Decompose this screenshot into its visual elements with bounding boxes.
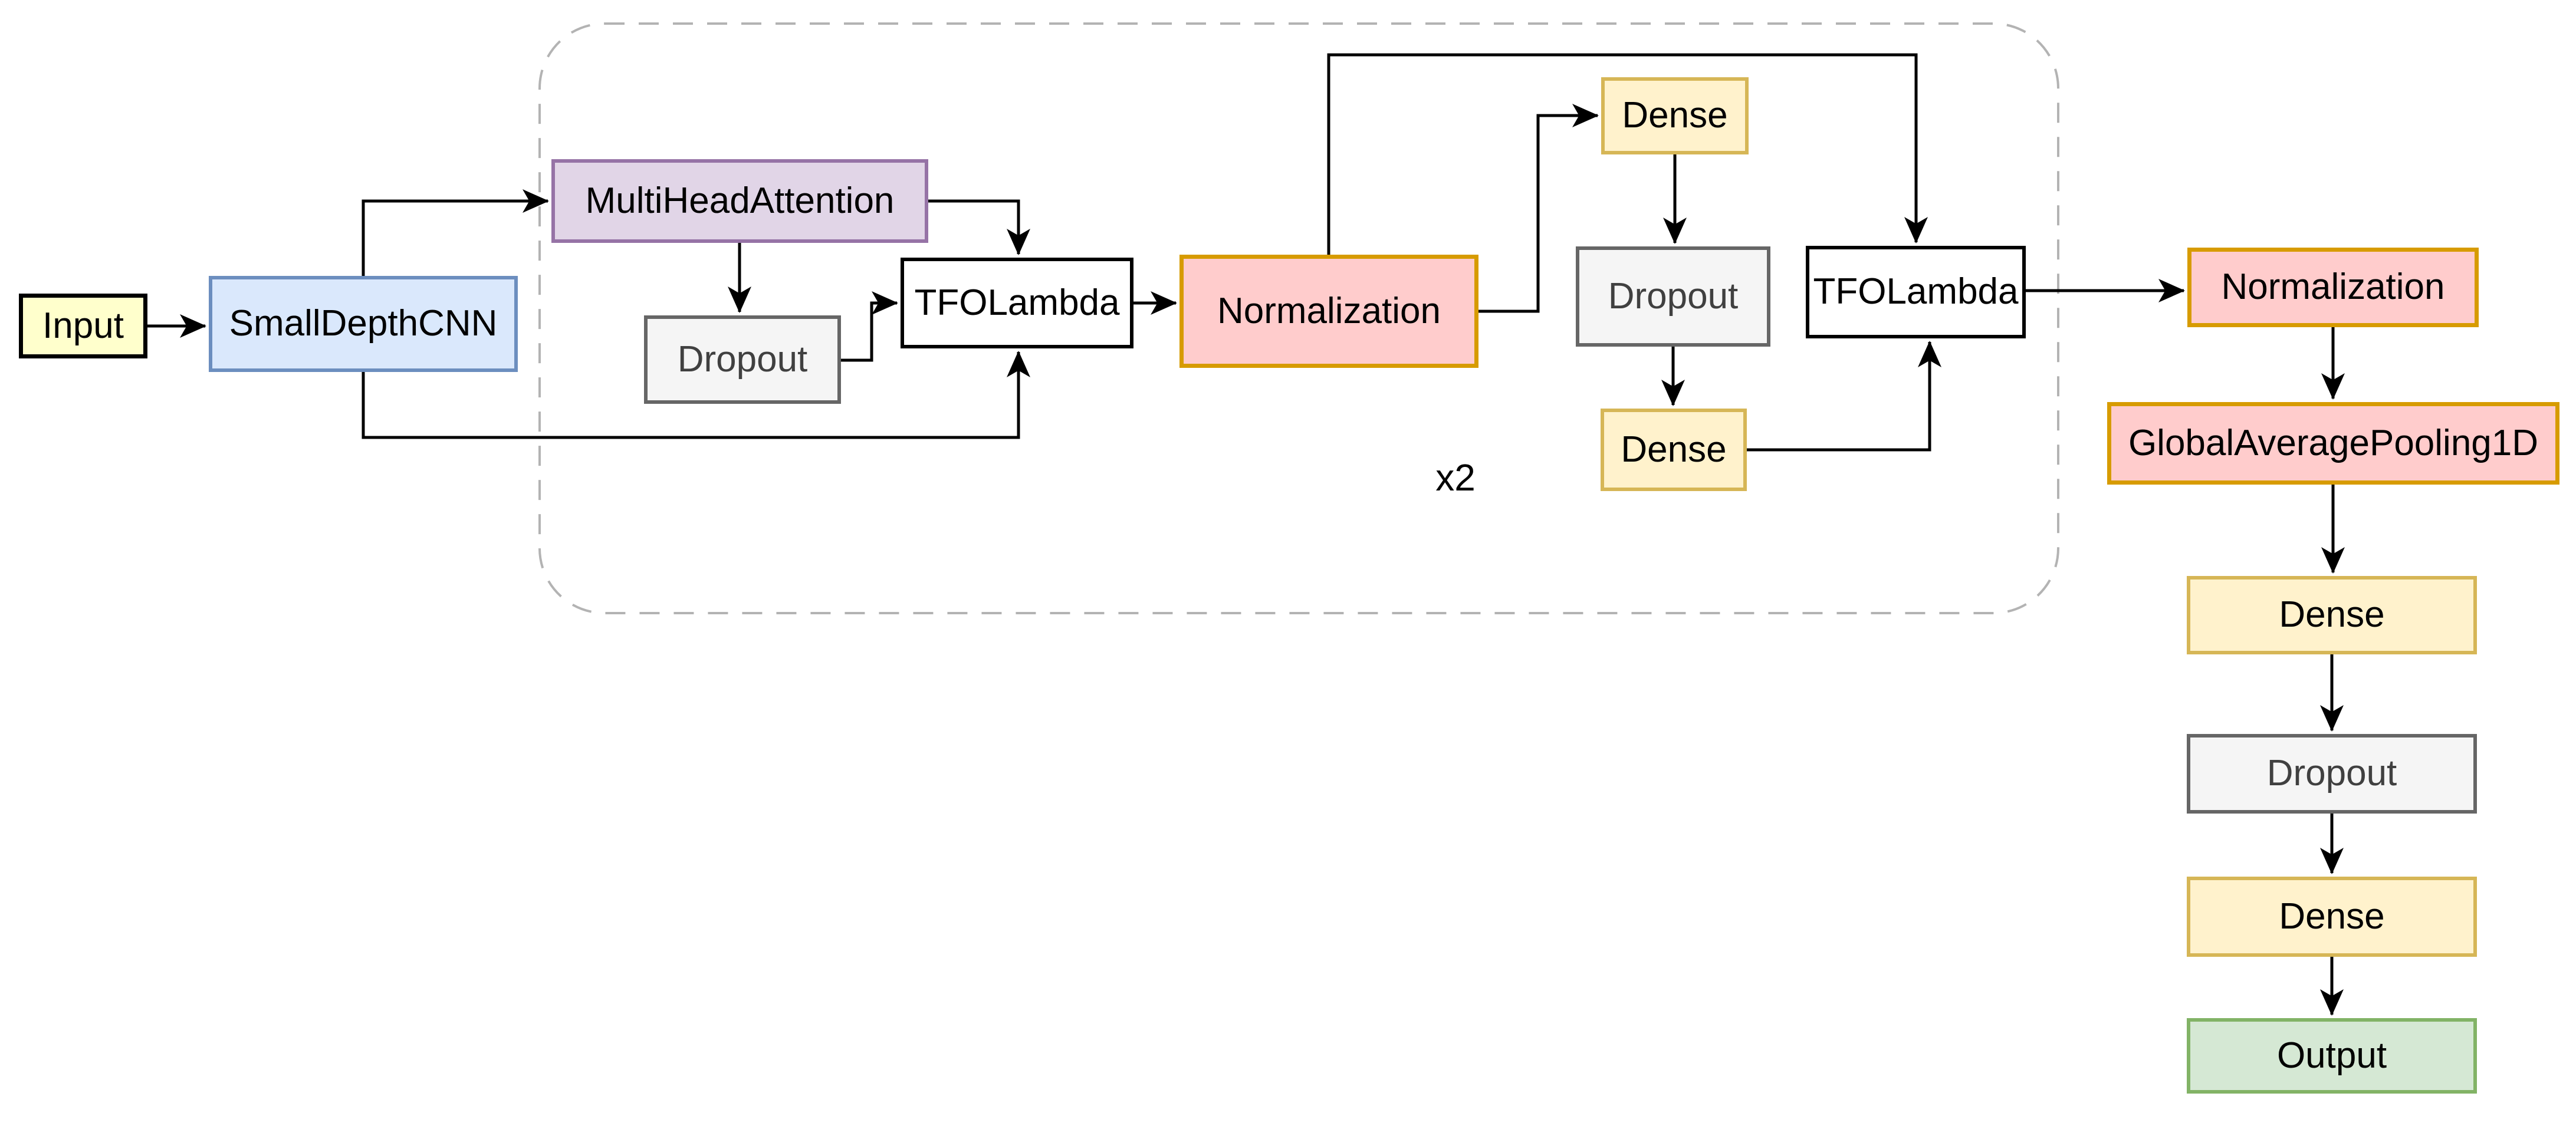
node-label: Dropout [1608, 275, 1739, 317]
edge-normalization1-to-dense-top [1478, 104, 1599, 313]
node-output: Output [2187, 1018, 2477, 1094]
node-label: Normalization [2221, 266, 2445, 308]
node-smalldepthcnn: SmallDepthCNN [209, 276, 518, 372]
edge-smalldepthcnn-to-attention [362, 189, 549, 276]
node-label: Dense [1622, 95, 1728, 136]
node-multiheadattention: MultiHeadAttention [551, 159, 928, 243]
node-label: Dropout [2266, 753, 2397, 794]
node-label: Input [42, 305, 124, 346]
node-label: TFOLambda [1813, 271, 2019, 312]
node-dropout-head: Dropout [2187, 734, 2477, 814]
node-label: Dropout [677, 338, 808, 380]
node-label: Output [2276, 1035, 2387, 1076]
node-normalization-2: Normalization [2187, 248, 2479, 327]
edge-dense-bottom-to-tfolambda2 [1747, 341, 1941, 452]
node-label: TFOLambda [914, 282, 1120, 323]
node-dense-bottom: Dense [1601, 409, 1747, 491]
edge-dropout1-to-tfolambda1 [841, 291, 898, 362]
node-dense-head-1: Dense [2187, 576, 2477, 654]
node-dropout-1: Dropout [644, 315, 841, 404]
node-label: Dense [2279, 594, 2385, 636]
node-dense-top: Dense [1601, 77, 1749, 154]
transformer-block-dashed-container [538, 22, 2059, 614]
edge-attention-to-tfolambda1-top [928, 199, 1030, 255]
node-dense-head-2: Dense [2187, 877, 2477, 957]
node-tfolambda-2: TFOLambda [1806, 246, 2026, 338]
node-label: Dense [1621, 429, 1727, 470]
node-label: Normalization [1217, 290, 1441, 331]
node-tfolambda-1: TFOLambda [901, 258, 1133, 348]
node-label: Dense [2279, 895, 2385, 937]
edge-normalization1-residual-to-tfolambda2 [1327, 53, 1928, 255]
node-label: MultiHeadAttention [585, 180, 895, 221]
node-normalization-1: Normalization [1179, 255, 1478, 368]
node-label: GlobalAveragePooling1D [2128, 422, 2539, 463]
edge-smalldepthcnn-residual-to-tfolambda1 [362, 351, 1030, 439]
node-globalaveragepooling1d: GlobalAveragePooling1D [2107, 402, 2559, 485]
node-input: Input [19, 294, 147, 358]
repeat-count-label: x2 [1435, 456, 1476, 499]
node-label: SmallDepthCNN [229, 303, 498, 344]
node-dropout-2: Dropout [1576, 246, 1770, 347]
